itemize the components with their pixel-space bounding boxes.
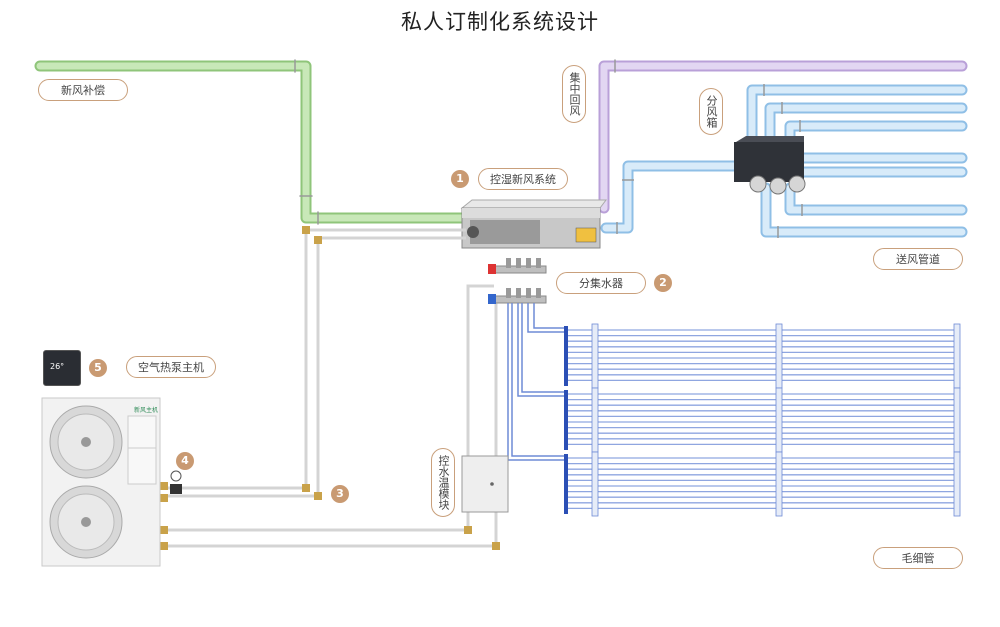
capillary-mat-2: [564, 387, 961, 453]
label-heat-pump: 空气热泵主机: [126, 356, 216, 378]
page-title: 私人订制化系统设计: [401, 10, 599, 34]
fresh-air-unit: [460, 199, 607, 249]
label-capillary: 毛细管: [873, 547, 963, 569]
label-humidity-fresh-air: 控湿新风系统: [478, 168, 568, 190]
badge-5: 5: [89, 359, 107, 377]
badge-1: 1: [451, 170, 469, 188]
return-air-pipe: [598, 59, 968, 214]
water-temp-module: [461, 455, 509, 513]
capillary-mats: [564, 323, 961, 517]
capillary-mat-3: [564, 451, 961, 517]
heat-pump-unit: [41, 397, 161, 567]
capillary-mat-1: [564, 323, 961, 389]
split-box: [734, 136, 806, 195]
controller-display: 26°: [50, 362, 65, 371]
label-split-box: 分风箱: [699, 88, 723, 135]
label-return-air: 集中回风: [562, 65, 586, 123]
fresh-air-pipe: [34, 59, 472, 225]
label-supply-duct: 送风管道: [873, 248, 963, 270]
manifold: [488, 258, 547, 304]
badge-4: 4: [176, 452, 194, 470]
label-fresh-air-comp: 新风补偿: [38, 79, 128, 101]
heat-pump-brand: 新风主机: [134, 407, 159, 414]
badge-3: 3: [331, 485, 349, 503]
valve-assembly: [170, 470, 182, 494]
controller-panel: 26°: [43, 350, 81, 386]
label-manifold: 分集水器: [556, 272, 646, 294]
capillary-feed-lines: [507, 303, 566, 461]
label-water-temp-module: 控水温模块: [431, 448, 455, 517]
badge-2: 2: [654, 274, 672, 292]
